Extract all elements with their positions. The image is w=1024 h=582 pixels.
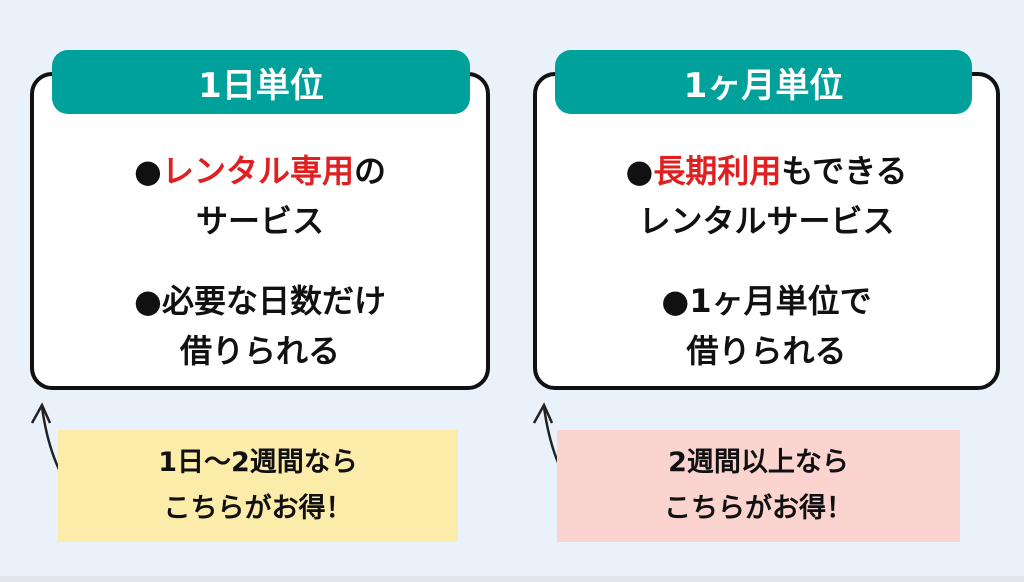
text: 借りられる	[179, 332, 340, 370]
bullet: ●	[134, 152, 162, 190]
note-text: 1日〜2週間なら	[158, 447, 358, 478]
highlight-text: レンタル専用	[161, 152, 354, 190]
text: もできる	[781, 152, 908, 190]
bullet: ●	[625, 152, 654, 190]
bullet: ●	[661, 282, 690, 320]
card-monthly: ●長期利用もできるレンタルサービス ●1ヶ月単位で借りられる	[533, 72, 1000, 390]
card-title-monthly: 1ヶ月単位	[555, 50, 972, 114]
note-text: こちらがお得！	[163, 493, 353, 524]
text: 必要な日数だけ	[161, 282, 386, 320]
note-text: こちらがお得！	[664, 493, 853, 524]
text: 借りられる	[686, 332, 847, 370]
note-monthly: 2週間以上なら こちらがお得！	[557, 430, 960, 542]
bottom-strip	[0, 576, 1024, 582]
text: レンタルサービス	[638, 202, 895, 240]
note-daily: 1日〜2週間なら こちらがお得！	[58, 430, 458, 542]
text: 1ヶ月単位で	[689, 282, 872, 320]
card-daily: ●レンタル専用のサービス ●必要な日数だけ借りられる	[30, 72, 490, 390]
note-text: 2週間以上なら	[668, 447, 849, 478]
bullet: ●	[134, 282, 162, 320]
text: の	[353, 152, 386, 190]
text: サービス	[195, 202, 324, 240]
card-title-daily: 1日単位	[52, 50, 470, 114]
highlight-text: 長期利用	[653, 152, 782, 190]
